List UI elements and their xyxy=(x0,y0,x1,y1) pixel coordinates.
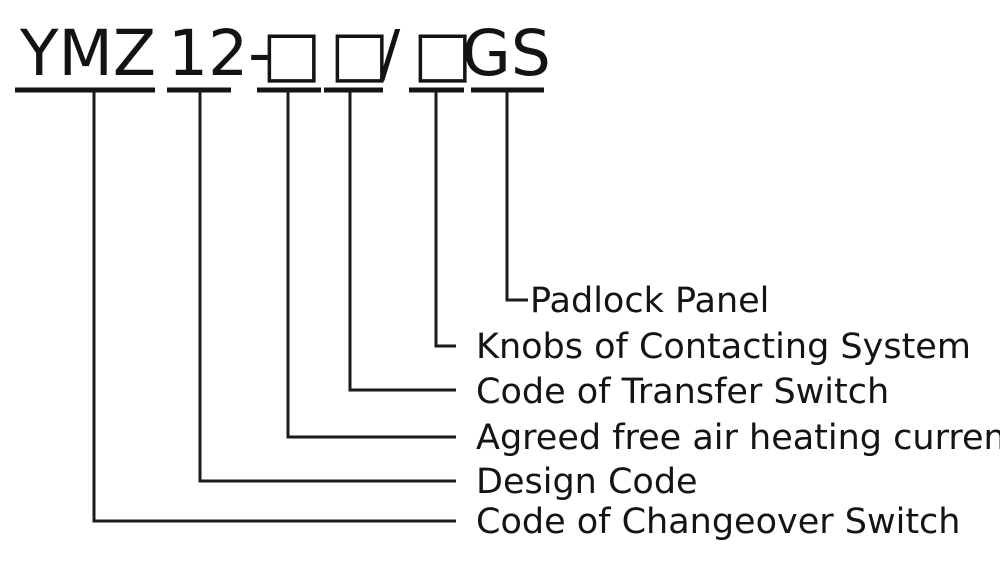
code-part-0: YMZ xyxy=(19,17,156,90)
code-underline-group xyxy=(15,87,544,106)
leader-line-0 xyxy=(505,104,528,302)
code-part-2: □ xyxy=(262,17,322,90)
callout-label-2: Code of Transfer Switch xyxy=(476,372,889,412)
callout-label-1: Knobs of Contacting System xyxy=(476,327,971,367)
callout-label-3: Agreed free air heating current xyxy=(476,418,1000,458)
leader-line-group xyxy=(92,104,528,523)
leader-line-2 xyxy=(348,104,456,392)
callout-label-4: Design Code xyxy=(476,462,698,502)
callout-label-0: Padlock Panel xyxy=(530,281,769,321)
code-part-3: □ xyxy=(330,17,390,90)
leader-line-4 xyxy=(198,104,456,483)
code-part-5: □ xyxy=(413,17,473,90)
code-part-4: / xyxy=(379,17,401,90)
code-part-6: GS xyxy=(462,17,551,90)
callout-label-5: Code of Changeover Switch xyxy=(476,502,960,542)
code-part-1: 12- xyxy=(168,17,271,90)
leader-line-5 xyxy=(92,104,456,523)
leader-line-3 xyxy=(286,104,456,439)
leader-line-1 xyxy=(434,104,456,348)
